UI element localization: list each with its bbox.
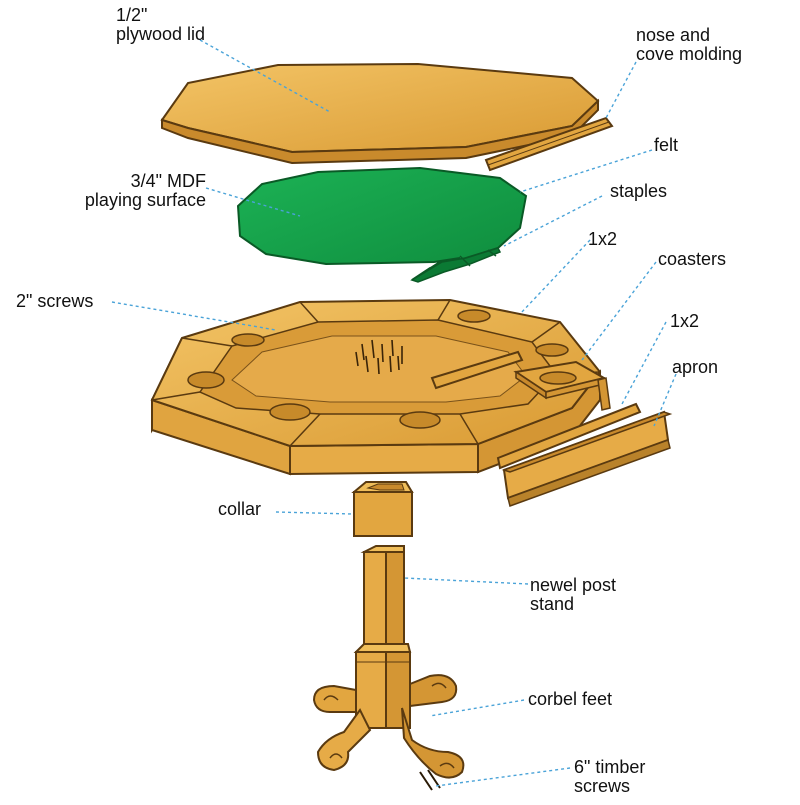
screws-cluster [355,339,403,375]
newel-post-stand [353,545,412,729]
apron-board [501,410,673,507]
nose-cove-molding [484,116,614,172]
label-nose-cove-molding: nose and cove molding [636,25,743,64]
staple [487,249,497,257]
coaster-piece [513,360,607,400]
coaster-hole [457,309,491,323]
coaster-hole [269,403,311,421]
corbel-feet [312,674,465,779]
plywood-lid [160,62,600,165]
corner-post [597,377,611,411]
label-apron: apron [672,357,719,377]
label-corbel-feet: corbel feet [528,689,613,709]
label-two-inch-screws: 2" screws [16,291,94,311]
label-mdf-playing-surface: 3/4" MDF playing surface [84,171,206,210]
coaster-hole [399,411,441,429]
label-staples: staples [610,181,668,201]
coaster-hole [187,371,225,389]
label-plywood-lid: 1/2" plywood lid [116,5,206,44]
collar [351,481,414,537]
one-by-two-strip-side [496,402,642,470]
label-one-by-two-side: 1x2 [670,311,700,331]
coaster-hole [231,333,265,347]
label-coasters: coasters [658,249,727,269]
staple [459,255,471,267]
timber-screws [419,769,441,791]
label-felt: felt [654,135,679,155]
label-timber-screws: 6" timber screws [574,757,646,796]
label-newel-post-stand: newel post stand [530,575,617,614]
table-top-frame [150,298,602,476]
mdf-playing-surface [236,166,528,283]
leader-lines [111,39,677,787]
label-collar: collar [218,499,262,519]
one-by-two-strip-top [430,350,524,390]
coaster-hole [535,343,569,357]
label-one-by-two-top: 1x2 [588,229,618,249]
